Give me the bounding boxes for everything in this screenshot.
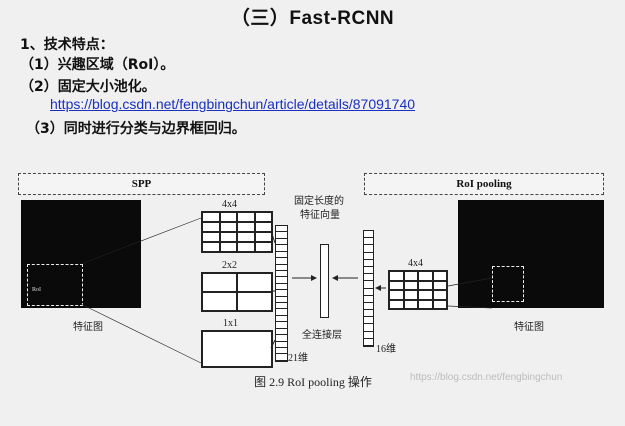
roi-box-left: RoI — [27, 264, 83, 306]
watermark: https://blog.csdn.net/fengbingchun — [410, 372, 563, 383]
grid-4x4-right — [388, 270, 448, 310]
fixed-length-label-1: 固定长度的 — [294, 196, 344, 207]
dim-21-label: 21维 — [288, 353, 308, 364]
reference-link[interactable]: https://blog.csdn.net/fengbingchun/artic… — [50, 96, 416, 112]
point-1: （1）兴趣区域（RoI）。 — [20, 57, 175, 73]
grid-4x4-right-label: 4x4 — [408, 258, 423, 269]
feature-map-left-label: 特征图 — [73, 322, 103, 333]
section-heading: 1、技术特点： — [20, 37, 114, 53]
dim-16-label: 16维 — [376, 344, 396, 355]
figure-caption: 图 2.9 RoI pooling 操作 — [254, 375, 372, 389]
point-2: （2）固定大小池化。 — [20, 79, 156, 95]
arrow-1x1 — [270, 339, 276, 349]
spp-proj-line-2 — [80, 303, 202, 364]
vector-16d — [363, 230, 374, 347]
fc-layer-label: 全连接层 — [302, 330, 342, 341]
spp-proj-line-1 — [80, 217, 202, 265]
point-3: （3）同时进行分类与边界框回归。 — [26, 121, 246, 137]
figure-arrows — [80, 217, 493, 364]
grid-1x1 — [201, 330, 273, 368]
fc-layer-bar — [320, 244, 329, 318]
grid-4x4 — [201, 211, 273, 253]
fixed-length-label-2: 特征向量 — [300, 210, 340, 221]
roi-box-right — [492, 266, 524, 302]
spp-header: SPP — [18, 173, 265, 195]
feature-map-right-label: 特征图 — [514, 322, 544, 333]
grid-1x1-label: 1x1 — [223, 318, 238, 329]
arrow-4x4 — [270, 230, 276, 244]
vector-21d — [275, 225, 288, 362]
feature-map-right — [458, 200, 604, 308]
roi-box-left-label: RoI — [32, 287, 41, 293]
grid-2x2 — [201, 272, 273, 312]
feature-map-left: RoI — [21, 200, 141, 308]
roi-pooling-header: RoI pooling — [364, 173, 604, 195]
roi-pooling-figure: SPP RoI pooling RoI 特征图 4x4 2x2 1x1 21维 — [18, 168, 608, 404]
grid-2x2-label: 2x2 — [222, 260, 237, 271]
slide-title: （三）Fast-RCNN — [230, 8, 395, 29]
roi-proj-line-2 — [447, 305, 493, 309]
grid-4x4-label: 4x4 — [222, 199, 237, 210]
roi-proj-line-1 — [447, 277, 493, 287]
